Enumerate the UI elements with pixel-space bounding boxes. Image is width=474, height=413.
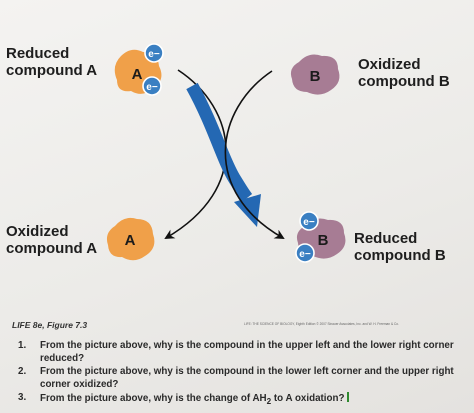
compound-b-letter: B: [318, 232, 329, 249]
question-number: 2.: [18, 366, 27, 377]
compound-a-blob: [106, 217, 155, 261]
label-line: compound B: [354, 247, 446, 264]
question-list: 1. From the picture above, why is the co…: [18, 340, 462, 409]
text-cursor: [347, 392, 350, 402]
question-number: 3.: [18, 392, 27, 403]
question-text: From the picture above, why is the compo…: [40, 340, 454, 364]
electron-label: e−: [148, 49, 160, 60]
oxidized-compound-a-molecule: A: [106, 217, 155, 261]
compound-a-letter: A: [132, 66, 143, 83]
question-text: From the picture above, why is the chang…: [40, 393, 267, 404]
reduced-compound-a-molecule: A e− e−: [114, 43, 164, 96]
oxidized-compound-a-label: Oxidized compound A: [6, 223, 97, 257]
label-line: Reduced: [6, 45, 70, 62]
label-line: Reduced: [354, 230, 418, 247]
electron-icon: [295, 243, 315, 263]
electron-label: e−: [299, 249, 311, 260]
label-line: Oxidized: [6, 223, 69, 240]
compound-b-letter: B: [310, 68, 321, 85]
reduced-compound-a-label: Reduced compound A: [6, 45, 97, 79]
electron-icon: [144, 43, 164, 63]
figure-caption: LIFE 8e, Figure 7.3: [12, 320, 88, 330]
label-line: compound A: [6, 62, 98, 79]
redox-diagram: A e− e− B A B e− e−: [106, 43, 346, 263]
label-line: Oxidized: [358, 56, 421, 73]
question-item: 3. From the picture above, why is the ch…: [18, 392, 462, 408]
electron-label: e−: [146, 82, 158, 93]
label-line: compound A: [6, 240, 98, 257]
question-text-end: to A oxidation?: [271, 393, 345, 404]
electron-icon: [299, 211, 319, 231]
question-number: 1.: [18, 340, 27, 351]
compound-a-letter: A: [125, 232, 136, 249]
figure-credit: LIFE: THE SCIENCE OF BIOLOGY, Eighth Edi…: [244, 322, 399, 326]
label-line: compound B: [358, 73, 450, 90]
compound-b-blob: [290, 54, 340, 95]
question-text: From the picture above, why is the compo…: [40, 366, 454, 390]
question-item: 2. From the picture above, why is the co…: [18, 366, 462, 391]
reduced-compound-b-label: Reduced compound B: [354, 230, 446, 264]
subscript-two: 2: [266, 396, 272, 406]
oxidized-compound-b-label: Oxidized compound B: [358, 56, 450, 90]
electron-icon: [142, 76, 162, 96]
question-item: 1. From the picture above, why is the co…: [18, 340, 462, 365]
electron-label: e−: [303, 217, 315, 228]
reduced-compound-b-molecule: B e− e−: [295, 211, 346, 263]
electron-transfer-arrow: [186, 82, 261, 227]
oxidized-compound-b-molecule: B: [290, 54, 340, 95]
reduction-arrow: [224, 70, 285, 239]
